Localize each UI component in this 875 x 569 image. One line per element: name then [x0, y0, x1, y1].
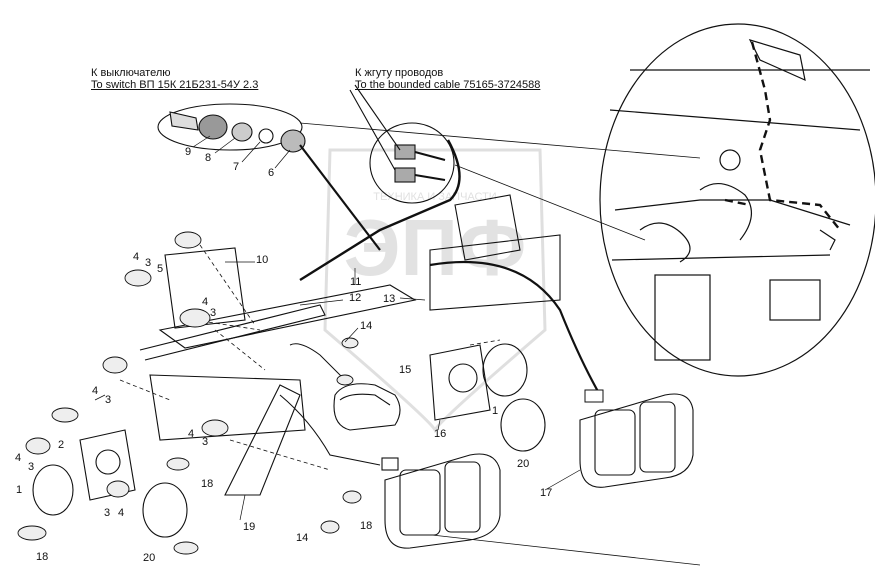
part-number-1-right: 1	[492, 405, 499, 417]
lamp-bracket-16	[289, 343, 546, 452]
part-number-11: 11	[350, 276, 362, 288]
callout-harness-en: To the bounded cable 75165-3724588	[355, 79, 541, 91]
tail-lights-17	[384, 393, 694, 549]
main-bracket	[139, 194, 561, 441]
fasteners	[17, 231, 362, 555]
part-number-10: 10	[256, 254, 269, 266]
part-number-4-d: 4	[188, 428, 195, 440]
part-number-20-right: 20	[517, 458, 530, 470]
part-number-4-b: 4	[202, 296, 209, 308]
callout-switch-en: To switch ВП 15К 21Б231-54У 2.3	[91, 79, 259, 91]
part-number-18-right: 18	[360, 520, 373, 532]
part-number-20-left: 20	[143, 552, 156, 564]
lamp-15	[333, 383, 401, 431]
part-number-5: 5	[157, 263, 164, 275]
part-number-8: 8	[205, 152, 212, 164]
part-number-4-f: 4	[118, 507, 125, 519]
callout-harness-ru: К жгуту проводов	[355, 67, 444, 79]
part-number-18-left: 18	[36, 551, 49, 563]
harness-connectors	[299, 84, 461, 282]
part-number-19: 19	[243, 521, 256, 533]
part-number-1-left: 1	[16, 484, 23, 496]
part-number-12: 12	[349, 292, 362, 304]
part-number-16: 16	[434, 428, 447, 440]
part-number-9: 9	[185, 146, 192, 158]
part-number-2: 2	[58, 439, 65, 451]
part-number-4-a: 4	[133, 251, 140, 263]
callout-switch-ru: К выключателю	[91, 67, 171, 79]
bracket-19	[224, 384, 399, 496]
switch-assembly	[157, 103, 381, 251]
detail-inset-circle	[599, 23, 875, 377]
part-number-17: 17	[540, 487, 553, 499]
part-number-14-upper: 14	[360, 320, 373, 332]
part-number-3-d: 3	[202, 436, 209, 448]
part-number-3-b: 3	[210, 307, 217, 319]
watermark-shield: ЭПФ ТЕХНИКА И ЗАПЧАСТИ	[323, 148, 547, 434]
left-lamp-group	[32, 429, 188, 538]
part-number-6: 6	[268, 167, 275, 179]
part-number-4-e: 4	[15, 452, 22, 464]
part-number-3-e: 3	[28, 461, 35, 473]
part-number-7: 7	[233, 161, 240, 173]
part-number-14-lower: 14	[296, 532, 309, 544]
part-number-3-a: 3	[145, 257, 152, 269]
part-number-15: 15	[399, 364, 412, 376]
part-number-13: 13	[383, 293, 396, 305]
part-number-4-c: 4	[92, 385, 99, 397]
part-number-3-c: 3	[105, 394, 112, 406]
watermark-letters: ЭПФ	[344, 203, 527, 292]
part-number-18-mid: 18	[201, 478, 214, 490]
part-number-3-f: 3	[104, 507, 111, 519]
